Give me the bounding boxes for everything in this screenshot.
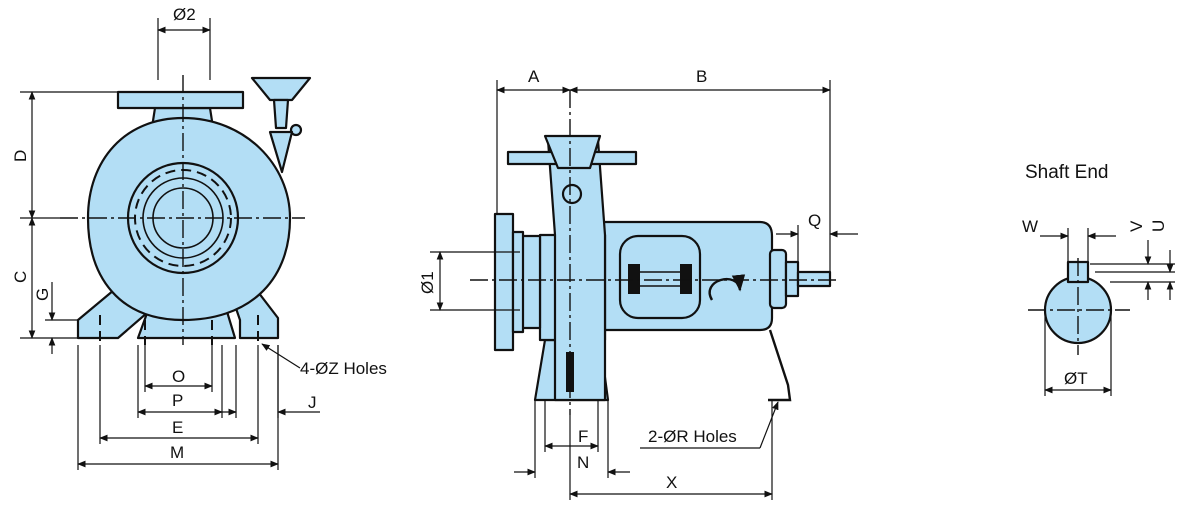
priming-funnel [250, 76, 312, 102]
label-G: G [33, 288, 52, 301]
label-U: U [1149, 220, 1168, 232]
label-d1: Ø1 [418, 271, 437, 294]
inlet-pipe [520, 234, 542, 330]
label-d2: Ø2 [173, 5, 196, 24]
label-X: X [666, 473, 677, 492]
label-T: ØT [1064, 369, 1088, 388]
front-view-dimensions: Ø2 D C G O P E M [11, 5, 387, 470]
valve-ball [561, 183, 583, 205]
casing-column [546, 138, 607, 402]
funnel-stem [272, 98, 290, 130]
label-M: M [170, 443, 184, 462]
side-view [470, 90, 840, 415]
label-O: O [172, 367, 185, 386]
label-D: D [11, 150, 30, 162]
label-F: F [578, 427, 588, 446]
shaft-end-title: Shaft End [1025, 162, 1108, 183]
label-z-holes: 4-ØZ Holes [300, 359, 387, 378]
label-P: P [172, 391, 183, 410]
funnel-tip [268, 130, 294, 174]
label-A: A [528, 67, 540, 86]
funnel-top [543, 134, 602, 170]
label-B: B [696, 67, 707, 86]
label-Q: Q [808, 211, 821, 230]
label-C: C [11, 271, 30, 283]
rotation-arrow [708, 274, 746, 301]
end-cap [768, 248, 788, 310]
inlet-flange [493, 212, 515, 352]
support-bracket [768, 329, 792, 402]
funnel-valve [289, 123, 303, 137]
side-view-dimensions: A B Q Ø1 F N X 2-ØR Holes [418, 67, 858, 500]
coupling-window [618, 234, 702, 320]
front-view [60, 75, 312, 345]
label-W: W [1022, 217, 1038, 236]
shaft-end-view: Shaft End W V U ØT [1022, 162, 1175, 396]
outlet-flange [116, 90, 245, 110]
shaft-nut [784, 260, 800, 298]
label-r-holes: 2-ØR Holes [648, 427, 737, 446]
label-N: N [577, 453, 589, 472]
shaft-end [796, 270, 832, 288]
label-J: J [308, 393, 317, 412]
label-E: E [172, 418, 183, 437]
label-V: V [1127, 220, 1146, 232]
